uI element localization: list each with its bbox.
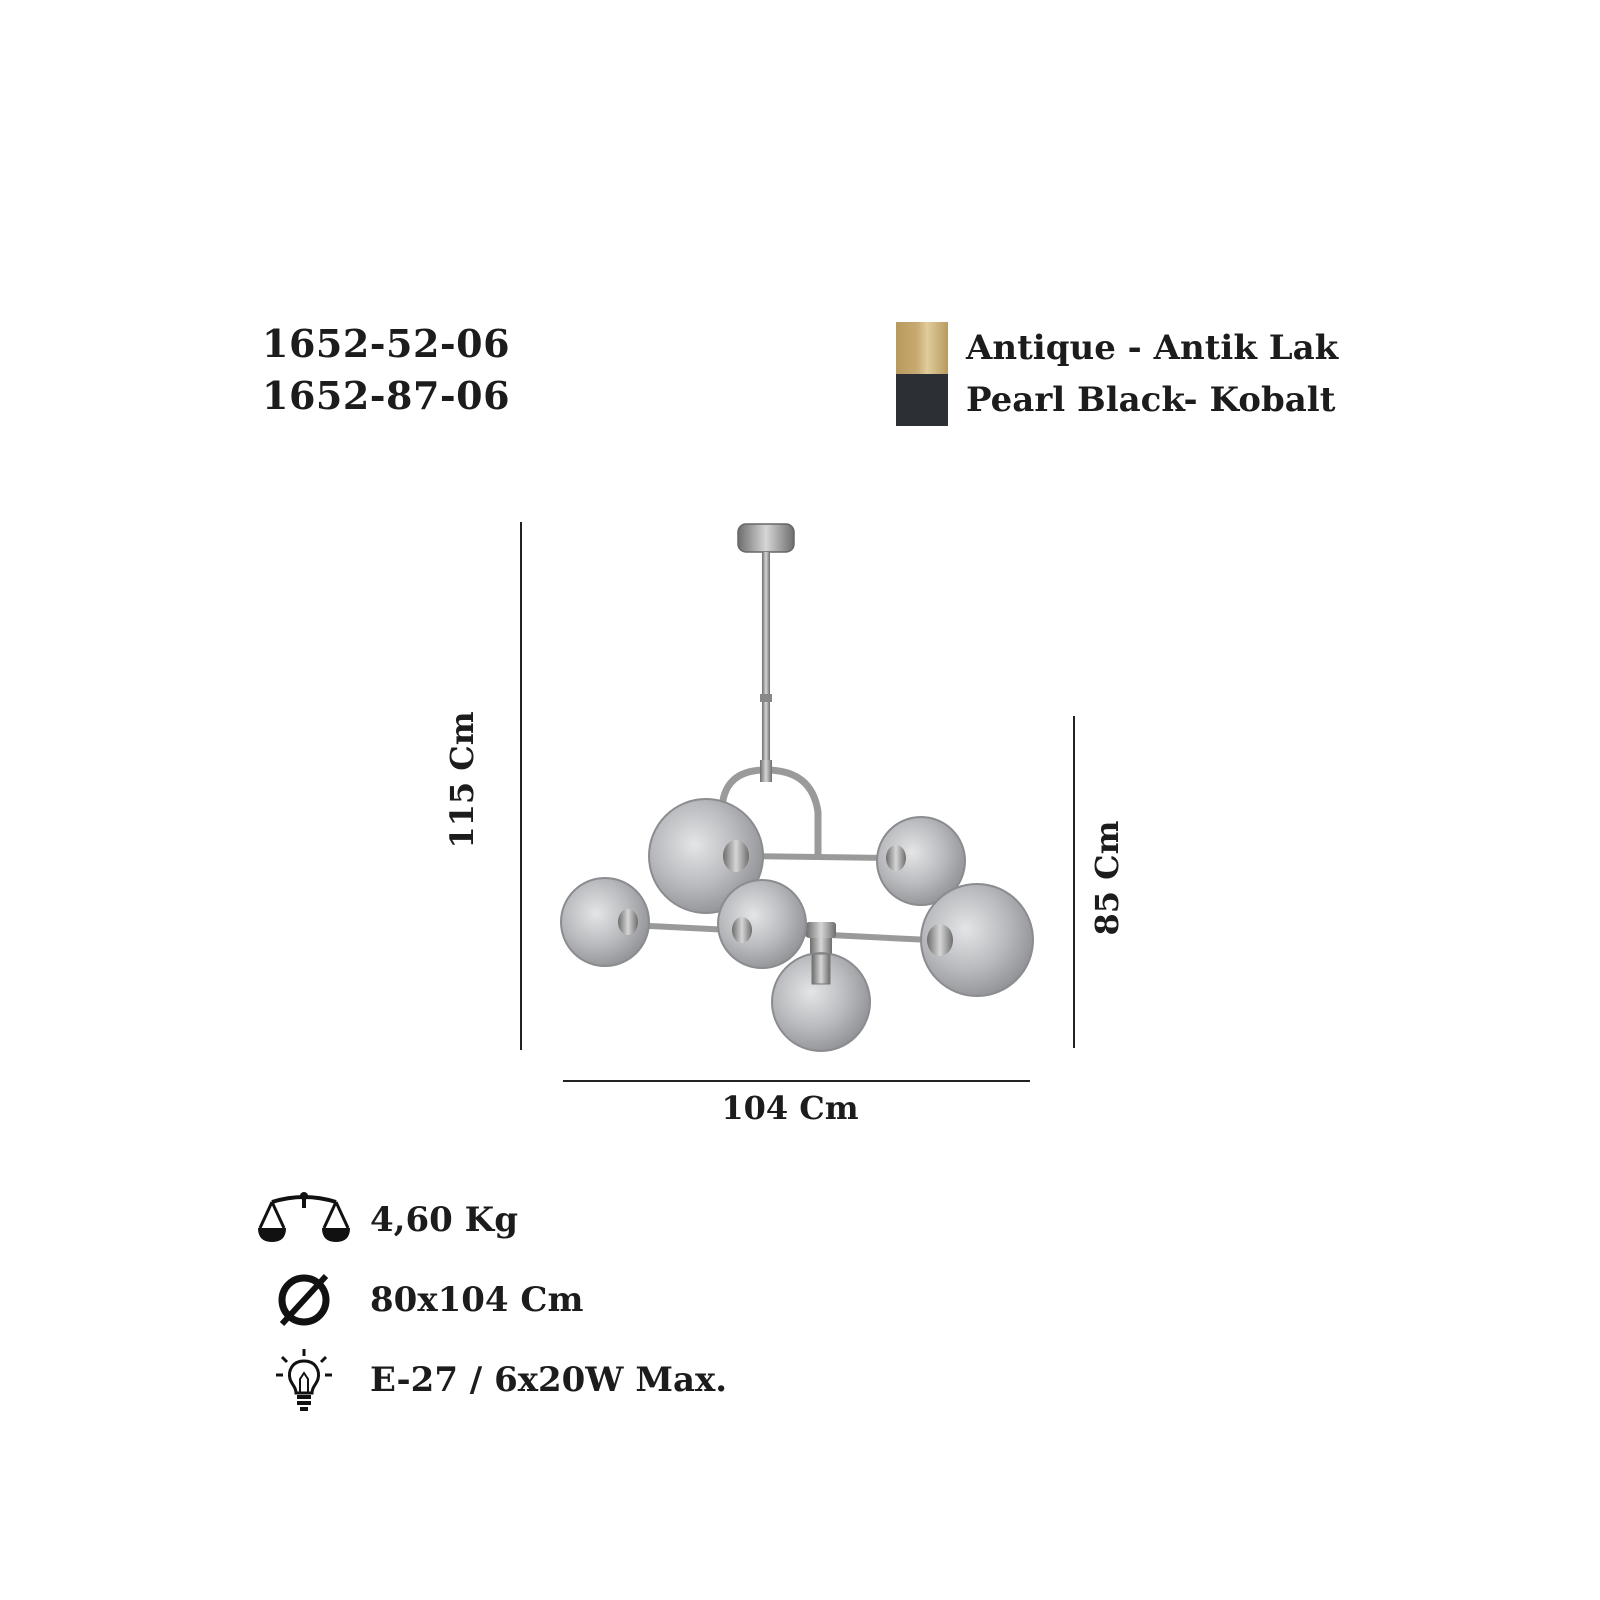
- spec-list: 4,60 Kg 80x104 Cm E-27 /: [258, 1180, 727, 1420]
- body-height-label: 85 Cm: [1088, 820, 1126, 936]
- spec-diameter: 80x104 Cm: [258, 1260, 727, 1340]
- total-height-label: 115 Cm: [443, 711, 481, 849]
- product-code: 1652-87-06: [262, 373, 511, 418]
- pearl-black-swatch: [896, 374, 948, 426]
- finish-option-antique: Antique - Antik Lak: [896, 322, 1338, 374]
- center-connector: [806, 922, 836, 938]
- finish-label: Pearl Black- Kobalt: [966, 380, 1336, 420]
- rod-joint: [760, 694, 772, 702]
- globe-right: [920, 883, 1034, 997]
- spec-weight: 4,60 Kg: [258, 1180, 727, 1260]
- diameter-value: 80x104 Cm: [370, 1280, 584, 1320]
- globe-center: [717, 879, 807, 969]
- globe-top-left: [648, 798, 764, 914]
- upper-arm: [739, 853, 891, 861]
- weight-value: 4,60 Kg: [370, 1200, 518, 1240]
- finish-option-pearl-black: Pearl Black- Kobalt: [896, 374, 1338, 426]
- width-label: 104 Cm: [721, 1089, 859, 1127]
- globe-bottom: [771, 938, 871, 1052]
- globe-left: [560, 877, 650, 967]
- diameter-icon: [258, 1264, 350, 1336]
- suspension-rod: [762, 552, 770, 776]
- antique-swatch: [896, 322, 948, 374]
- ceiling-canopy: [737, 523, 795, 553]
- product-codes: 1652-52-06 1652-87-06: [262, 318, 510, 422]
- spec-bulb: E-27 / 6x20W Max.: [258, 1340, 727, 1420]
- product-code: 1652-52-06: [262, 321, 511, 366]
- finish-options: Antique - Antik Lak Pearl Black- Kobalt: [896, 322, 1338, 426]
- scale-icon: [258, 1184, 350, 1256]
- arc-holder: [760, 760, 772, 782]
- bulb-value: E-27 / 6x20W Max.: [370, 1360, 728, 1400]
- finish-label: Antique - Antik Lak: [966, 328, 1339, 368]
- globe-top-right: [876, 816, 966, 906]
- light-bulb-icon: [258, 1344, 350, 1416]
